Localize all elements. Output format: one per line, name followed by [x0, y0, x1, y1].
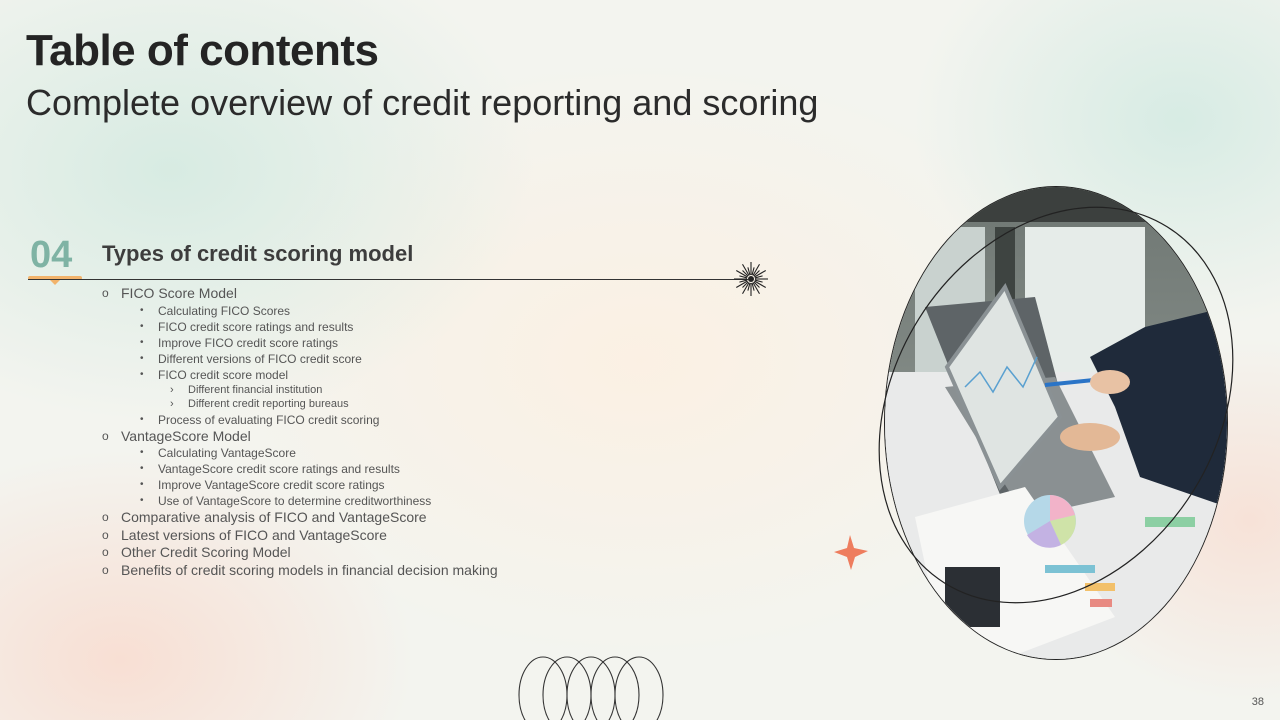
toc-item-text: Different financial institution — [188, 383, 323, 396]
business-meeting-photo — [884, 186, 1228, 660]
toc-bullet: o — [102, 510, 109, 524]
toc-item-text: Different credit reporting bureaus — [188, 398, 349, 410]
toc-item-level-2: • Different versions of FICO credit score — [100, 351, 660, 367]
section-number-pointer — [49, 279, 61, 285]
toc-item-level-1: o Comparative analysis of FICO and Vantag… — [100, 509, 660, 527]
toc-item-text: Improve VantageScore credit score rating… — [158, 478, 385, 492]
toc-item-text: Different versions of FICO credit score — [158, 351, 362, 366]
toc-item-level-2: • VantageScore credit score ratings and r… — [100, 461, 660, 477]
toc-item-text: FICO Score Model — [121, 285, 237, 301]
toc-item-text: VantageScore credit score ratings and re… — [158, 462, 400, 476]
toc-item-text: VantageScore Model — [121, 427, 251, 444]
page-number: 38 — [1251, 696, 1264, 708]
sunburst-icon — [734, 262, 768, 296]
toc-item-level-3: › Different credit reporting bureaus — [100, 397, 660, 412]
toc-bullet: • — [140, 336, 144, 348]
toc-bullet: • — [140, 413, 144, 425]
toc-bullet: • — [140, 495, 144, 506]
toc-item-text: Improve FICO credit score ratings — [158, 335, 339, 350]
loop-rings-decoration — [518, 656, 664, 720]
toc-item-level-1: o VantageScore Model — [100, 428, 660, 446]
toc-bullet: • — [140, 479, 144, 490]
toc-item-level-1: o FICO Score Model — [100, 285, 660, 303]
toc-item-text: FICO credit score model — [158, 367, 289, 382]
toc-item-text: FICO credit score ratings and results — [158, 319, 354, 334]
toc-item-level-2: • FICO credit score ratings and results — [100, 319, 660, 335]
toc-bullet: o — [102, 428, 109, 443]
toc-bullet: › — [170, 398, 174, 410]
toc-item-level-3: › Different financial institution — [100, 383, 660, 398]
section-divider — [28, 279, 748, 280]
toc-item-level-2: • FICO credit score model — [100, 367, 660, 383]
toc-bullet: o — [102, 562, 109, 577]
four-point-star-icon — [834, 535, 868, 570]
toc-bullet: • — [140, 352, 144, 364]
section-number-underline — [28, 276, 82, 280]
toc-item-level-1: o Other Credit Scoring Model — [100, 544, 660, 562]
toc-bullet: • — [140, 304, 144, 316]
toc-bullet: o — [102, 545, 109, 559]
toc-bullet: o — [102, 286, 109, 300]
toc-item-text: Latest versions of FICO and VantageScore — [121, 526, 387, 543]
toc-item-text: Benefits of credit scoring models in fin… — [121, 561, 498, 578]
toc-item-text: Process of evaluating FICO credit scorin… — [158, 412, 380, 427]
toc-bullet: • — [140, 368, 144, 380]
toc-item-level-2: • Use of VantageScore to determine credit… — [100, 493, 660, 509]
toc-item-level-2: • Process of evaluating FICO credit scori… — [100, 412, 660, 428]
toc-item-level-1: o Benefits of credit scoring models in fi… — [100, 562, 660, 580]
page-subtitle: Complete overview of credit reporting an… — [26, 82, 819, 123]
toc-bullet: • — [140, 463, 144, 474]
toc-list: o FICO Score Model • Calculating FICO Score… — [100, 285, 660, 579]
toc-item-level-2: • Calculating FICO Scores — [100, 303, 660, 319]
toc-item-level-1: o Latest versions of FICO and VantageScor… — [100, 527, 660, 545]
toc-bullet: o — [102, 527, 109, 542]
section-number: 04 — [30, 234, 73, 276]
section-title: Types of credit scoring model — [102, 241, 414, 266]
toc-item-text: Other Credit Scoring Model — [121, 544, 291, 560]
page-title: Table of contents — [26, 26, 379, 75]
toc-item-level-2: • Improve VantageScore credit score ratin… — [100, 477, 660, 493]
photo-illustration — [885, 187, 1227, 659]
toc-bullet: • — [140, 320, 144, 332]
toc-item-level-2: • Improve FICO credit score ratings — [100, 335, 660, 351]
toc-item-text: Calculating VantageScore — [158, 446, 296, 460]
toc-item-text: Use of VantageScore to determine creditw… — [158, 494, 432, 508]
toc-bullet: › — [170, 383, 174, 396]
toc-item-level-2: • Calculating VantageScore — [100, 445, 660, 461]
toc-item-text: Comparative analysis of FICO and Vantage… — [121, 509, 427, 525]
toc-item-text: Calculating FICO Scores — [158, 303, 291, 318]
toc-bullet: • — [140, 447, 144, 458]
